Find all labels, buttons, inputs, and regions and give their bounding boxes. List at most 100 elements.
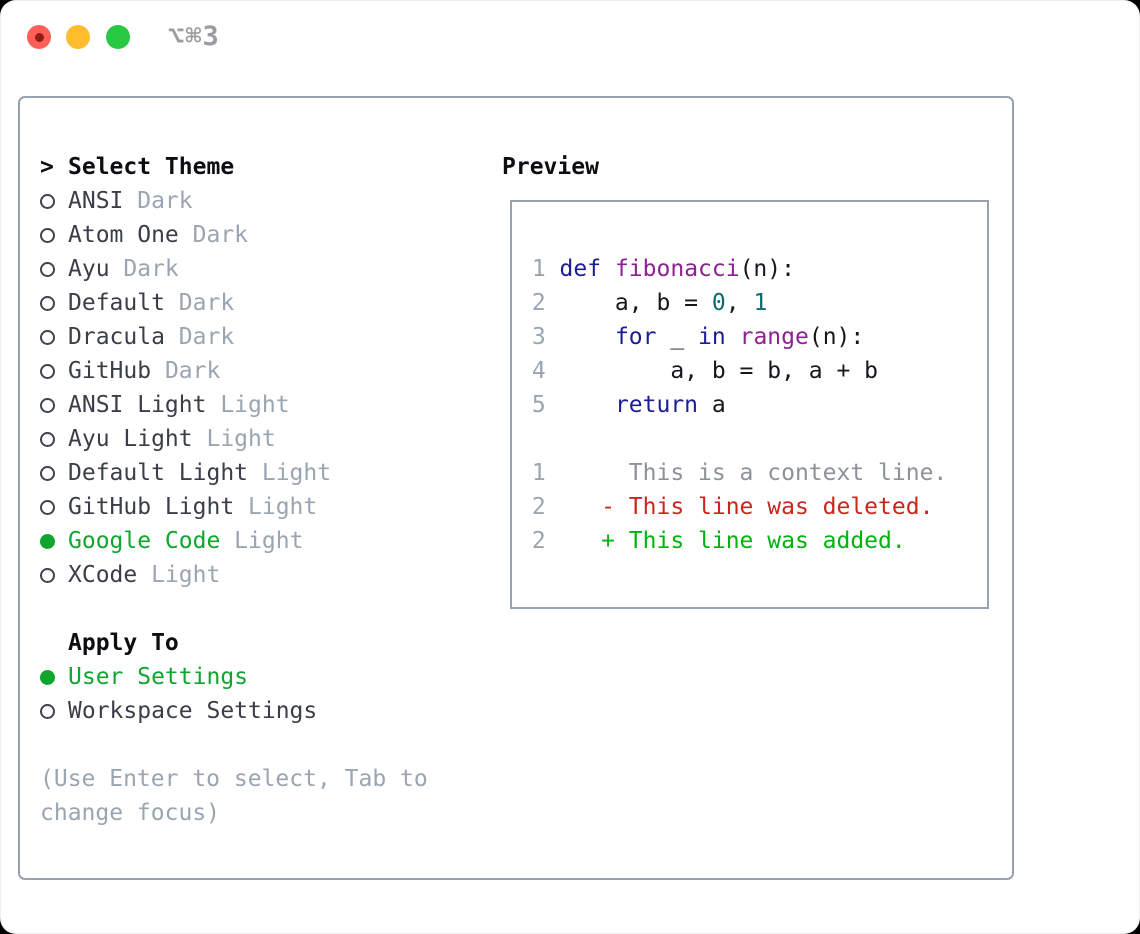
code-line: 5 return a [518, 388, 987, 422]
theme-option[interactable]: Ayu Dark [40, 252, 442, 286]
diff-line-deleted: 2 - This line was deleted. [518, 490, 987, 524]
zoom-button[interactable] [106, 25, 130, 49]
theme-name-label: Dracula [68, 324, 165, 350]
theme-name-label: XCode [68, 562, 138, 588]
code-line: 4 a, b = b, a + b [518, 354, 987, 388]
selection-prompt-icon: > [40, 154, 54, 180]
gap [546, 256, 560, 282]
theme-variant-badge: Dark [151, 358, 221, 384]
radio-cell [40, 465, 68, 481]
theme-variant-badge: Light [248, 460, 332, 486]
apply-to-title: Apply To [68, 630, 179, 656]
theme-name-label: Default Light [68, 460, 249, 486]
radio-unselected-icon [40, 261, 55, 277]
theme-name-label: ANSI Light [68, 392, 207, 418]
line-number: 2 [531, 494, 546, 520]
minimize-button[interactable] [66, 25, 90, 49]
code-token: a [698, 392, 726, 418]
theme-option[interactable]: ANSI Dark [40, 184, 442, 218]
line-number: 2 [531, 528, 546, 554]
code-token [560, 324, 615, 350]
theme-variant-badge: Dark [164, 290, 235, 316]
theme-option[interactable]: Google Code Light [40, 524, 442, 558]
theme-variant-badge: Dark [164, 324, 235, 350]
theme-variant-badge: Light [206, 392, 290, 418]
code-token [560, 392, 615, 418]
radio-cell [40, 703, 68, 719]
apply-option[interactable]: User Settings [40, 660, 442, 694]
code-token: a, b = b, a + b [559, 358, 879, 384]
spacer [40, 728, 442, 762]
radio-cell [40, 669, 68, 685]
gap [546, 528, 601, 554]
code-token: fibonacci [614, 256, 740, 282]
diff-text: This line was added. [628, 528, 906, 554]
radio-selected-icon [40, 669, 55, 685]
code-token: 0 [711, 290, 726, 316]
theme-option[interactable]: Dracula Dark [40, 320, 442, 354]
code-token: return [614, 392, 699, 418]
code-token: in [698, 324, 726, 350]
apply-option-label: User Settings [68, 664, 249, 690]
theme-name-label: GitHub [68, 358, 152, 384]
line-number: 1 [531, 460, 546, 486]
apply-option-label: Workspace Settings [68, 698, 318, 724]
select-theme-header: > Select Theme [40, 150, 442, 184]
theme-option[interactable]: Default Dark [40, 286, 442, 320]
gap [546, 290, 560, 316]
radio-cell [40, 499, 68, 515]
theme-option[interactable]: Atom One Dark [40, 218, 442, 252]
theme-option[interactable]: GitHub Dark [40, 354, 442, 388]
close-button[interactable] [27, 25, 51, 49]
code-token: , [725, 290, 754, 316]
help-text: (Use Enter to select, Tab to change focu… [40, 766, 428, 826]
radio-unselected-icon [40, 329, 55, 345]
radio-unselected-icon [40, 363, 55, 379]
code-token: 1 [753, 290, 768, 316]
line-number: 3 [531, 324, 546, 350]
theme-name-label: Google Code [68, 528, 221, 554]
apply-option[interactable]: Workspace Settings [40, 694, 442, 728]
radio-cell [40, 567, 68, 583]
radio-unselected-icon [40, 397, 55, 413]
titlebar: ⌥⌘3 [0, 0, 1140, 74]
line-number: 5 [531, 392, 546, 418]
radio-cell [40, 397, 68, 413]
theme-name-label: Atom One [68, 222, 179, 248]
theme-variant-badge: Light [220, 528, 304, 554]
diff-marker: - [601, 494, 629, 520]
theme-name-label: ANSI [68, 188, 124, 214]
theme-option[interactable]: Default Light Light [40, 456, 442, 490]
line-number: 4 [531, 358, 546, 384]
theme-option[interactable]: GitHub Light Light [40, 490, 442, 524]
radio-unselected-icon [40, 465, 55, 481]
radio-cell [40, 431, 68, 447]
gap [546, 494, 601, 520]
diff-preview: 1 This is a context line. 2 - This line w… [518, 456, 987, 558]
radio-unselected-icon [40, 295, 55, 311]
code-token: _ [656, 324, 699, 350]
theme-variant-badge: Light [234, 494, 318, 520]
theme-variant-badge: Dark [109, 256, 179, 282]
gap [546, 358, 560, 384]
apply-to-header: Apply To [40, 626, 442, 660]
theme-option[interactable]: XCode Light [40, 558, 442, 592]
select-theme-title: Select Theme [68, 154, 235, 180]
window-shortcut-title: ⌥⌘3 [168, 21, 220, 52]
radio-unselected-icon [40, 703, 55, 719]
theme-option[interactable]: ANSI Light Light [40, 388, 442, 422]
radio-unselected-icon [40, 431, 55, 447]
code-token: a, b = [559, 290, 712, 316]
diff-marker [601, 460, 629, 486]
radio-unselected-icon [40, 227, 55, 243]
theme-variant-badge: Dark [123, 188, 193, 214]
theme-name-label: Ayu [68, 256, 110, 282]
diff-text: This is a context line. [628, 460, 948, 486]
radio-cell [40, 261, 68, 277]
theme-option[interactable]: Ayu Light Light [40, 422, 442, 456]
